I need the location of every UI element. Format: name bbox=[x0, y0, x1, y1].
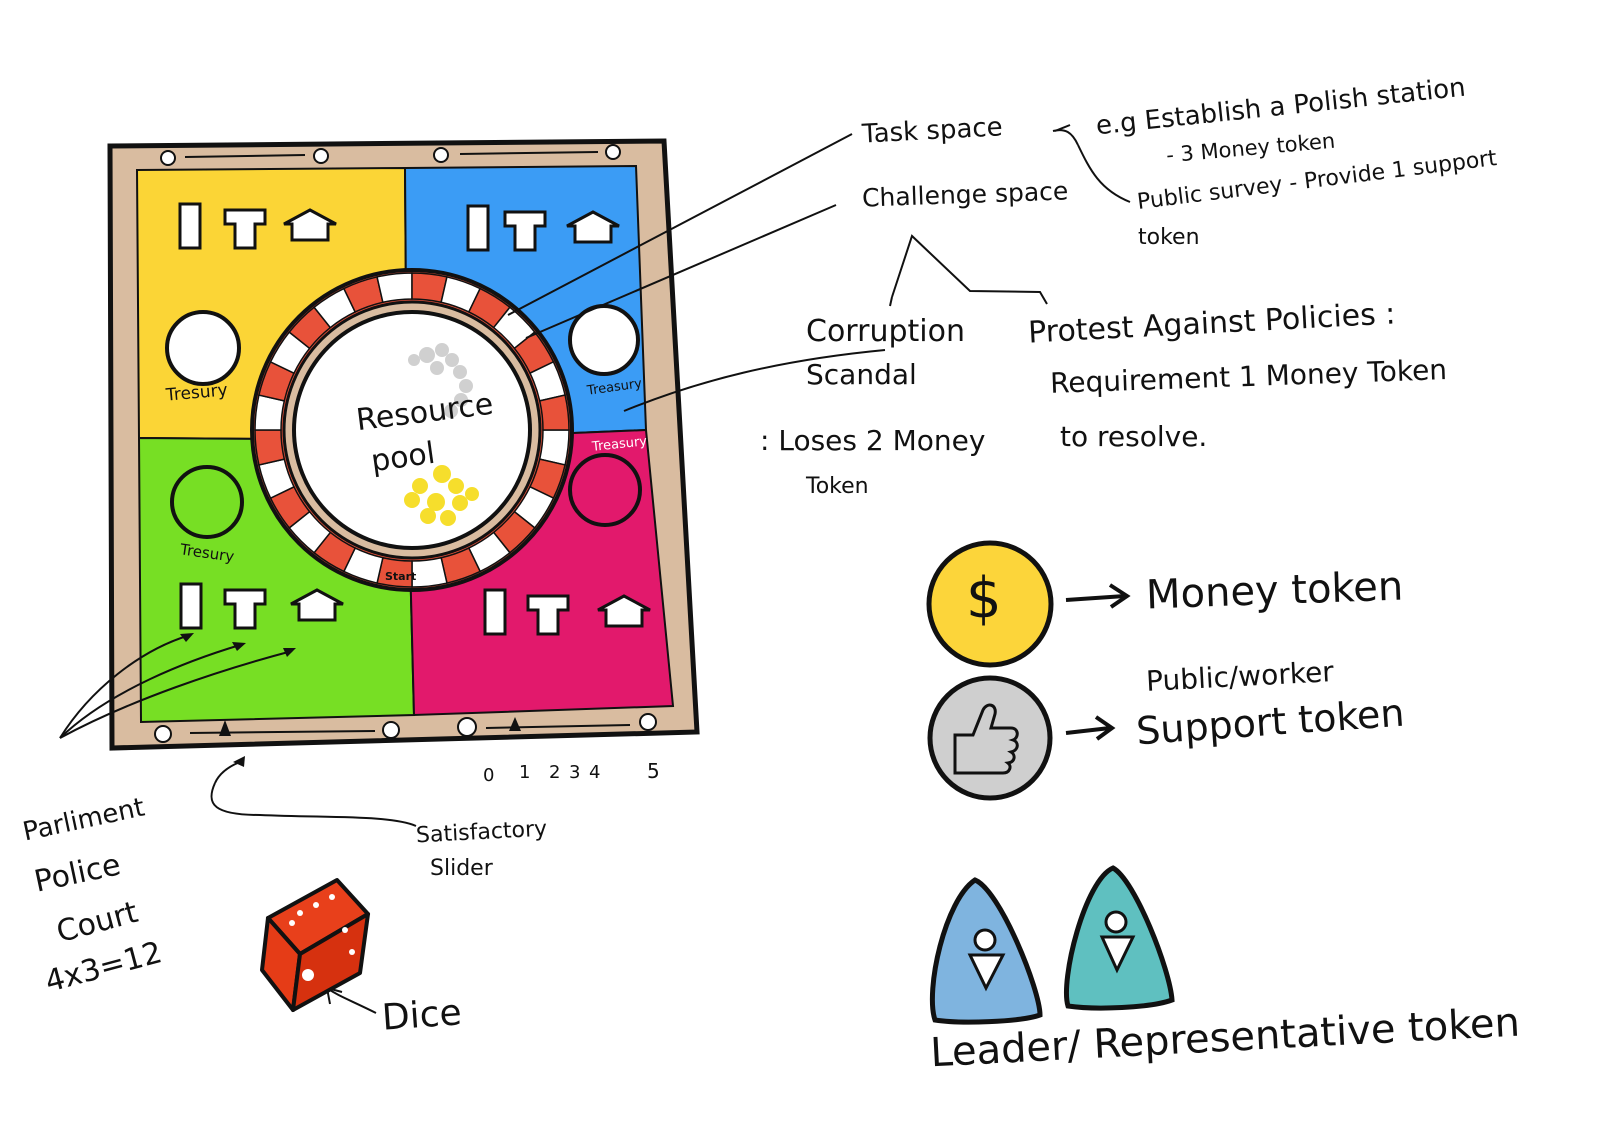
treasury-green bbox=[170, 465, 244, 539]
dice-icon bbox=[260, 878, 370, 1012]
task-example-2b: token bbox=[1138, 225, 1200, 250]
institution-icons-yellow bbox=[178, 202, 337, 250]
slider-label-2: Slider bbox=[430, 856, 493, 881]
treasury-blue bbox=[568, 304, 640, 376]
scale-0: 0 bbox=[483, 765, 495, 786]
corruption-line-2: Scandal bbox=[806, 358, 917, 391]
legend-arrows bbox=[1065, 583, 1131, 741]
challenge-space bbox=[254, 429, 286, 466]
slider-scale: 0 1 2 3 4 5 bbox=[483, 759, 663, 789]
money-token-icon bbox=[926, 540, 1054, 668]
task-space bbox=[376, 272, 413, 304]
task-space bbox=[411, 556, 448, 588]
scale-1: 1 bbox=[519, 762, 531, 783]
leader-token-icon-teal bbox=[1064, 865, 1175, 1011]
money-token-label: Money token bbox=[1145, 563, 1404, 619]
support-tokens-pile bbox=[408, 343, 473, 418]
institution-icons-blue bbox=[466, 204, 620, 252]
scale-4: 4 bbox=[589, 762, 601, 783]
track-start-label: Start bbox=[385, 570, 417, 583]
scale-5: 5 bbox=[647, 759, 660, 783]
leader-token-icon-blue bbox=[929, 877, 1043, 1025]
scale-2: 2 bbox=[549, 762, 561, 783]
corruption-line-4: Token bbox=[806, 474, 869, 499]
corruption-line-1: Corruption bbox=[806, 314, 965, 349]
top-slider-left bbox=[160, 148, 329, 166]
bottom-slider-left bbox=[154, 720, 400, 743]
top-slider-right bbox=[433, 144, 621, 163]
scale-3: 3 bbox=[569, 762, 581, 783]
money-tokens-pile bbox=[404, 465, 479, 526]
bottom-slider-right bbox=[457, 713, 657, 737]
dice-label: Dice bbox=[380, 992, 464, 1039]
treasury-yellow bbox=[165, 310, 241, 386]
protest-line-3: to resolve. bbox=[1060, 420, 1208, 453]
annotation-arrowheads bbox=[180, 633, 296, 767]
institution-icons-green bbox=[179, 582, 344, 630]
corruption-line-3: : Loses 2 Money bbox=[760, 424, 986, 457]
challenge-space bbox=[538, 394, 570, 431]
institution-icons-pink bbox=[483, 588, 651, 636]
support-token-icon bbox=[927, 675, 1053, 801]
money-symbol: $ bbox=[966, 566, 1002, 631]
treasury-pink bbox=[568, 453, 642, 527]
